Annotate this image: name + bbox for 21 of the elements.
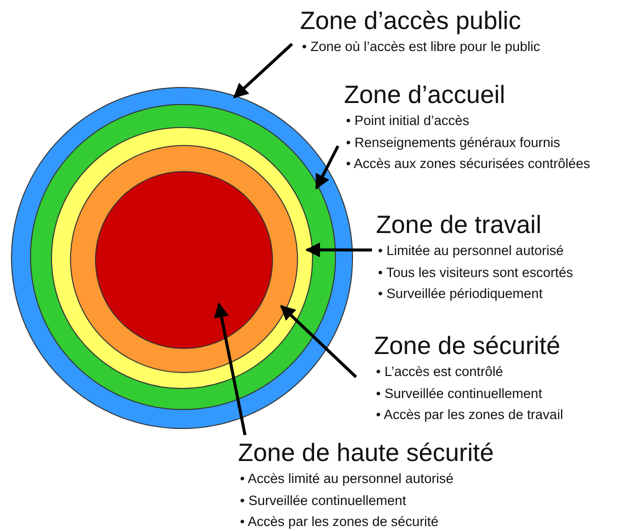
bullet-item: • Accès limité au personnel autorisé: [239, 470, 454, 488]
bullet-item: • Zone où l’accès est libre pour le public: [301, 38, 540, 56]
zone-heading: Zone de sécurité: [374, 331, 562, 361]
bullet-item: • Tous les visiteurs sont escortés: [377, 264, 574, 282]
bullet-item: • Renseignements généraux fournis: [345, 134, 562, 152]
bullet-item: • Surveillée périodiquement: [377, 285, 544, 303]
bullet-item: • L’accès est contrôlé: [375, 363, 504, 381]
zone-heading: Zone d’accueil: [344, 80, 506, 110]
arrow: [280, 304, 358, 378]
bullet-item: • Accès aux zones sécurisées contrôlées: [345, 155, 590, 173]
zone-heading: Zone de travail: [376, 210, 542, 240]
bullet-item: • Limitée au personnel autorisé: [377, 242, 565, 260]
bullet-item: • Accès par les zones de travail: [375, 406, 564, 424]
zone-heading: Zone de haute sécurité: [238, 438, 494, 468]
arrow: [315, 145, 340, 190]
arrow: [233, 42, 294, 98]
bullet-item: • Surveillée continuellement: [239, 492, 408, 510]
bullet-item: • Accès par les zones de sécurité: [239, 513, 440, 531]
bullet-item: • Surveillée continuellement: [375, 384, 544, 402]
zone-heading: Zone d’accès public: [300, 6, 522, 36]
bullet-item: • Point initial d’accès: [345, 112, 470, 130]
